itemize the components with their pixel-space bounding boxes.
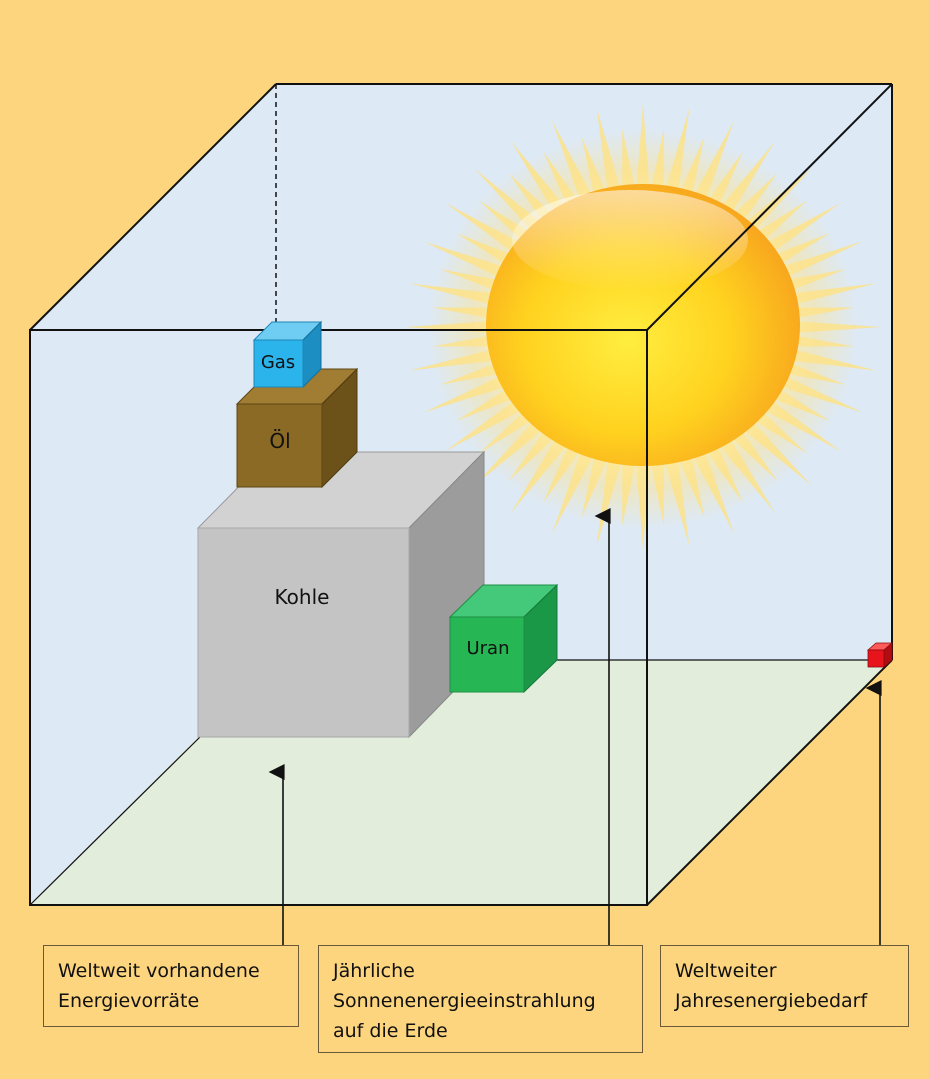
gas-block: Gas [252,320,323,389]
coal-block: Kohle [196,450,486,739]
demand-cube-front [867,649,885,668]
uranium-label: Uran [466,638,509,659]
uranium-block-front [449,616,525,693]
reserves-caption-line-2: Energievorräte [58,990,200,1012]
coal-block-front [197,527,410,738]
demand-cube [866,642,894,668]
gas-block-front [253,339,304,388]
solar-caption: Jährliche Sonnenenergieeinstrahlung auf … [318,945,643,1053]
gas-label: Gas [261,352,295,373]
reserves-caption: Weltweit vorhandene Energievorräte [43,945,299,1027]
cube-edge-tl [29,83,277,331]
cube-floor-left-edge [29,736,201,906]
uranium-block: Uran [448,583,559,694]
cube-edge-br [646,659,893,906]
demand-caption-line-1: Weltweiter [675,960,777,982]
oil-block-front [236,403,323,488]
coal-label: Kohle [275,585,330,609]
solar-caption-line-1: Jährliche [333,960,415,982]
arrows [268,508,882,946]
demand-caption: Weltweiter Jahresenergiebedarf [660,945,909,1027]
demand-caption-line-2: Jahresenergiebedarf [675,990,868,1012]
cube-floor-edges [29,659,892,906]
oil-label: Öl [269,429,290,453]
solar-caption-line-2: Sonnenenergieeinstrahlung [333,990,596,1012]
sun-highlight [512,190,748,290]
cube-edges [29,83,893,906]
cube-edge-tr [646,83,893,331]
reserves-caption-line-1: Weltweit vorhandene [58,960,260,982]
solar-caption-line-3: auf die Erde [333,1020,448,1042]
